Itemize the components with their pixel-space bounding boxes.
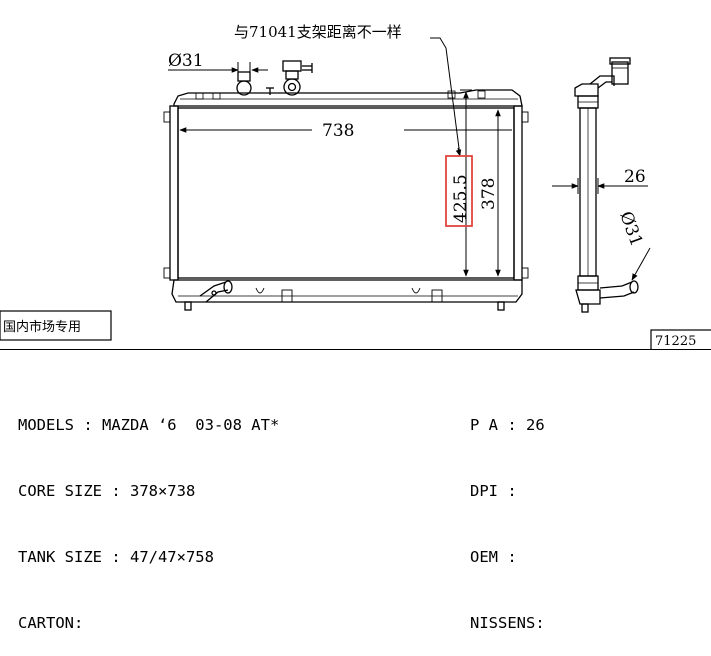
spec-tank-size: TANK SIZE : 47/47×758	[18, 548, 214, 566]
spec-pa: P A : 26	[470, 416, 545, 434]
spec-nissens: NISSENS:	[470, 614, 545, 632]
note-text: 与71041支架距离不一样	[234, 23, 402, 41]
spec-left-column: MODELS : MAZDA ‘6 03-08 AT* CORE SIZE : …	[18, 370, 279, 656]
part-number-stamp: 71225	[650, 329, 711, 350]
spec-dpi: DPI :	[470, 482, 517, 500]
front-dimensions	[168, 37, 512, 279]
right-side-frame	[513, 105, 523, 281]
top-tank	[173, 89, 523, 107]
front-view	[163, 60, 529, 311]
left-side-frame	[169, 105, 179, 281]
dim-thickness: 26	[624, 167, 646, 187]
dim-pipe-front: Ø31	[168, 51, 204, 71]
spec-core-size: CORE SIZE : 378×738	[18, 482, 196, 500]
outlet-pipe	[199, 280, 233, 303]
spec-carton: CARTON:	[18, 614, 84, 632]
spec-right-column: P A : 26 DPI : OEM : NISSENS:	[470, 370, 545, 656]
domestic-market-stamp: 国内市场专用	[0, 310, 112, 341]
svg-text:71225: 71225	[655, 334, 696, 349]
radiator-core	[177, 107, 515, 279]
dimension-highlight-box	[445, 155, 473, 227]
dim-width: 738	[322, 121, 354, 141]
spec-oem: OEM :	[470, 548, 517, 566]
spec-models: MODELS : MAZDA ‘6 03-08 AT*	[18, 416, 280, 434]
svg-text:国内市场专用: 国内市场专用	[3, 319, 81, 335]
filler-cap	[236, 60, 313, 96]
radiator-drawing: 与71041支架距离不一样 Ø31 738 425.5 378	[0, 23, 711, 350]
dim-inner-height: 425.5	[451, 174, 471, 223]
side-view	[574, 57, 639, 313]
side-dimensions	[552, 178, 651, 281]
dim-core-height: 378	[479, 178, 499, 210]
dim-pipe-side: Ø31	[615, 209, 646, 249]
bottom-tank	[171, 279, 523, 303]
